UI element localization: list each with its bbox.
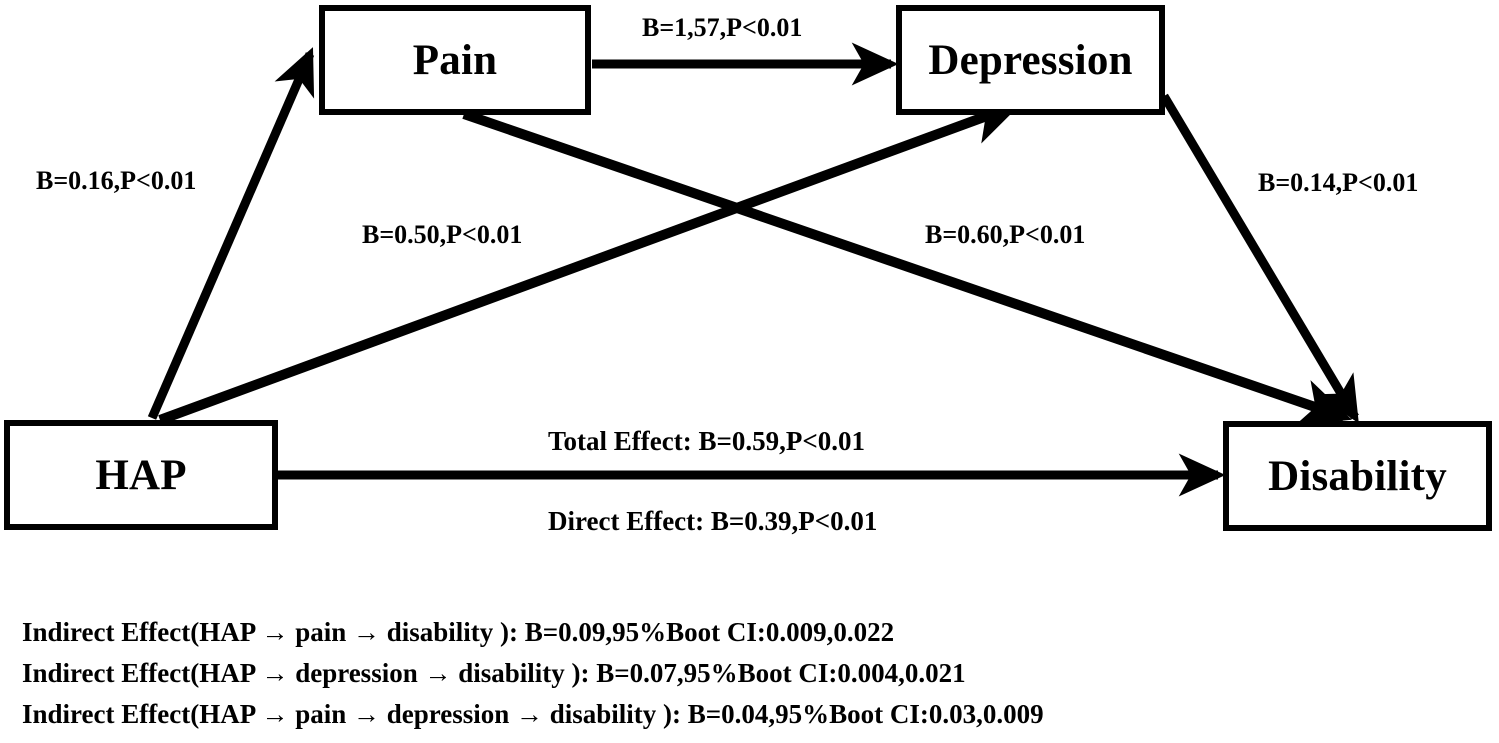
node-disability-label: Disability bbox=[1268, 452, 1447, 500]
arrow-depression-to-disability bbox=[1160, 93, 1359, 424]
path-label-pain-to-depression: B=1,57,P<0.01 bbox=[637, 13, 808, 43]
node-hap[interactable]: HAP bbox=[4, 420, 278, 530]
indirect-effect-line: Indirect Effect(HAP → pain → disability … bbox=[22, 617, 895, 647]
path-label-direct-effect: Direct Effect: B=0.39,P<0.01 bbox=[548, 506, 878, 536]
indirect-effect-line: Indirect Effect(HAP → pain → depression … bbox=[22, 699, 1044, 729]
arrow-hap-to-pain bbox=[147, 47, 315, 420]
path-label-hap-to-pain: B=0.16,P<0.01 bbox=[36, 166, 197, 195]
indirect-effect-line: Indirect Effect(HAP → depression → disab… bbox=[22, 658, 966, 688]
indirect-effects-list: Indirect Effect(HAP → pain → disability … bbox=[22, 612, 1482, 735]
path-label-hap-to-depression: B=0.60,P<0.01 bbox=[925, 220, 1086, 249]
node-pain-label: Pain bbox=[412, 36, 498, 84]
path-label-depression-to-disability: B=0.14,P<0.01 bbox=[1258, 168, 1419, 197]
path-label-pain-to-disability: B=0.50,P<0.01 bbox=[362, 220, 523, 249]
node-hap-label: HAP bbox=[95, 451, 187, 499]
node-depression[interactable]: Depression bbox=[896, 5, 1165, 115]
arrow-pain-to-disability bbox=[462, 109, 1352, 426]
node-disability[interactable]: Disability bbox=[1223, 421, 1492, 531]
node-depression-label: Depression bbox=[928, 36, 1133, 84]
arrow-hap-to-depression bbox=[158, 98, 1022, 425]
path-label-total-effect: Total Effect: B=0.59,P<0.01 bbox=[548, 426, 865, 456]
node-pain[interactable]: Pain bbox=[319, 5, 591, 115]
